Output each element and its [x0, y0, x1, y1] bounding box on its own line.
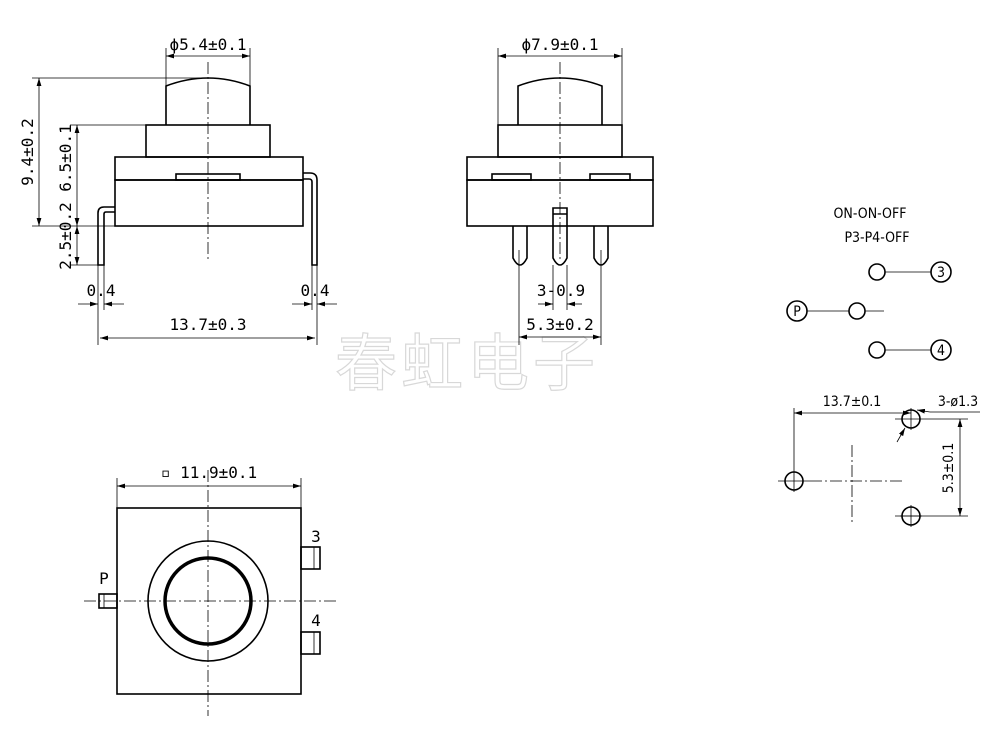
dim-lead-length: 2.5±0.2 [56, 202, 75, 269]
dim-lead-span: 13.7±0.3 [169, 315, 246, 334]
dim-holes: 3-ø1.3 [938, 394, 978, 410]
switch-sequence: P3-P4-OFF [844, 230, 909, 246]
label-terminal-p: P [99, 569, 109, 588]
dim-body-size: ▫ 11.9±0.1 [161, 463, 257, 482]
pin-center [552, 207, 568, 266]
dim-pin-width: 3-0.9 [537, 281, 585, 300]
dim-pin-span: 5.3±0.2 [526, 315, 593, 334]
pcb-footprint: 13.7±0.1 3-ø1.3 5.3±0.1 [778, 394, 980, 527]
switch-schematic: ON-ON-OFF P3-P4-OFF 3 P 4 [786, 206, 952, 361]
schematic-terminal-3: 3 [937, 265, 945, 281]
front-view: ϕ5.4±0.1 9.4±0.2 6.5±0.1 2.5±0.2 0.4 0.4… [18, 35, 337, 345]
watermark: 春虹电子 [335, 327, 599, 400]
lead-right [303, 172, 318, 266]
dim-lead-width-right: 0.4 [301, 281, 330, 300]
switch-mode: ON-ON-OFF [834, 206, 907, 222]
dim-lead-width-left: 0.4 [87, 281, 116, 300]
bottom-view: P 3 4 ▫ 11.9±0.1 [84, 463, 336, 716]
pin-left [512, 226, 528, 266]
dim-step-diameter: ϕ7.9±0.1 [521, 35, 598, 54]
body-top [114, 156, 304, 181]
dim-total-height: 9.4±0.2 [18, 118, 37, 185]
label-terminal-4: 4 [311, 611, 321, 630]
schematic-terminal-4: 4 [937, 343, 945, 359]
body-bottom [114, 179, 304, 227]
dim-cap-diameter: ϕ5.4±0.1 [169, 35, 246, 54]
dim-body-height: 6.5±0.1 [56, 124, 75, 191]
lead-left [97, 206, 115, 266]
dim-pitch: 5.3±0.1 [941, 443, 957, 494]
side-view: ϕ7.9±0.1 3-0.9 5.3±0.2 [466, 35, 654, 345]
dim-hole-span: 13.7±0.1 [823, 394, 882, 410]
schematic-terminal-p: P [793, 304, 801, 320]
label-terminal-3: 3 [311, 527, 321, 546]
